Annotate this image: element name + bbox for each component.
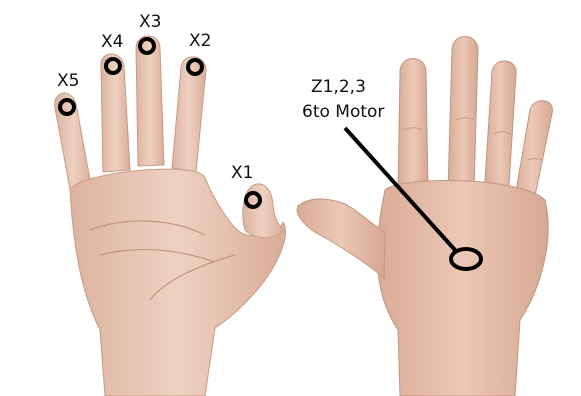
x-markers (58, 37, 262, 209)
z-marker (343, 126, 483, 271)
right-hand-back (296, 36, 553, 396)
marker-x1 (244, 191, 262, 209)
palm-creases (89, 220, 236, 301)
z-pointer-line (343, 126, 457, 252)
marker-z (449, 247, 483, 271)
marker-x5 (58, 98, 76, 116)
label-x2: X2 (189, 31, 212, 51)
label-x3: X3 (139, 12, 162, 32)
label-x1: X1 (231, 163, 254, 183)
label-z-line1: Z1,2,3 (311, 77, 366, 97)
marker-x3 (138, 37, 156, 55)
left-hand-palm (54, 35, 286, 396)
label-z-line2: 6to Motor (302, 102, 385, 122)
marker-x4 (104, 57, 122, 75)
label-x4: X4 (101, 32, 124, 52)
marker-x2 (186, 58, 204, 76)
knuckle-lines (403, 117, 543, 161)
label-x5: X5 (57, 71, 80, 91)
